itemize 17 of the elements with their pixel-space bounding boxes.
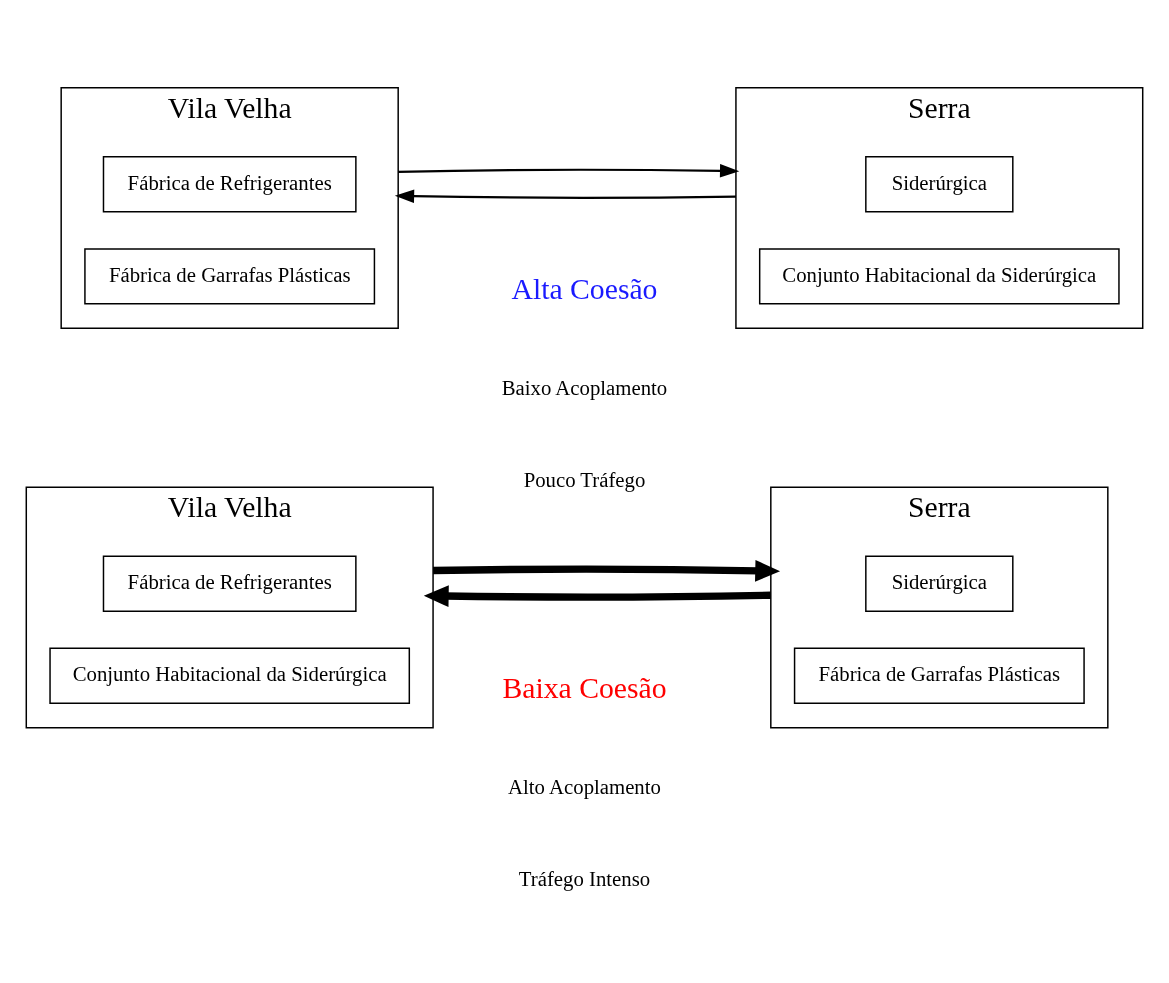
node-box: Conjunto Habitacional da Siderúrgica [49, 647, 411, 704]
node-box: Fábrica de Refrigerantes [102, 554, 357, 612]
label: Alto Acoplamento [508, 774, 661, 798]
node-box: Siderúrgica [865, 155, 1014, 212]
node-box: Fábrica de Garrafas Plásticas [84, 247, 376, 305]
label: Tráfego Intenso [518, 866, 651, 890]
label: Alta Coesão [511, 272, 658, 305]
label: Pouco Tráfego [523, 467, 646, 491]
node-box: Fábrica de Refrigerantes [102, 155, 357, 212]
arrow [398, 163, 740, 178]
arrow [423, 584, 771, 607]
label: Baixo Acoplamento [501, 375, 668, 399]
node-box: Siderúrgica [865, 554, 1014, 612]
arrow [394, 188, 736, 203]
node-box: Fábrica de Garrafas Plásticas [793, 647, 1085, 704]
label: Baixa Coesão [502, 671, 667, 704]
node-box: Conjunto Habitacional da Siderúrgica [758, 247, 1120, 305]
